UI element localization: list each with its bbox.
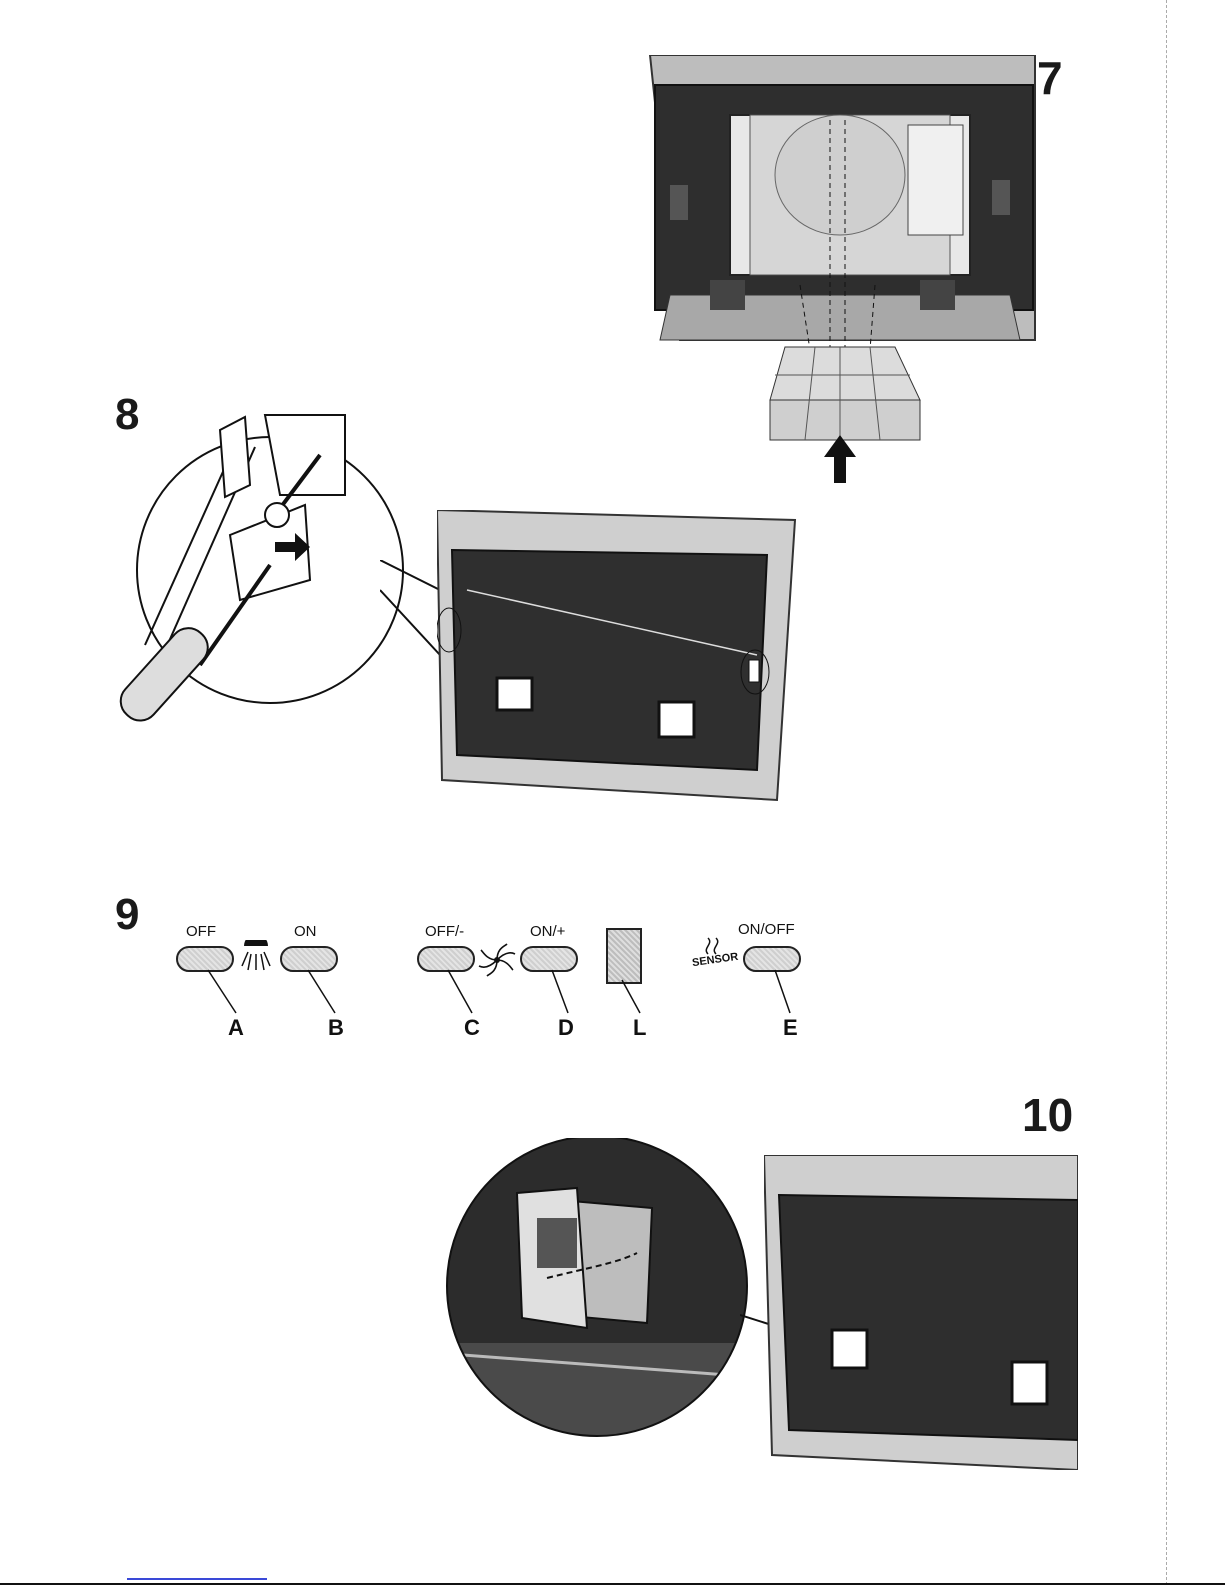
screwdriver-icon — [105, 535, 315, 765]
figure-7-number: 7 — [1037, 55, 1063, 101]
button-b-label: ON — [294, 923, 317, 940]
hood-underside-illustration — [640, 55, 1040, 485]
letter-d: D — [558, 1015, 574, 1041]
button-c-label: OFF/- — [425, 923, 464, 940]
leader-lines — [180, 968, 820, 1018]
figure-10-number: 10 — [1022, 1092, 1073, 1138]
figure-10-panel-image — [764, 1155, 1078, 1470]
button-a-label: OFF — [186, 923, 216, 940]
button-d-label: ON/+ — [530, 923, 565, 940]
letter-c: C — [464, 1015, 480, 1041]
figure-8-panel-image — [437, 510, 797, 810]
letter-b: B — [328, 1015, 344, 1041]
figure-10-detail-circle — [437, 1138, 767, 1438]
figure-7-hood-image — [640, 55, 1040, 485]
bottom-link-underline — [127, 1578, 267, 1580]
letter-l: L — [633, 1015, 646, 1041]
margin-rule — [1166, 0, 1168, 1585]
arrow-up-icon — [822, 435, 858, 485]
figure-9-number: 9 — [115, 893, 139, 937]
letter-e: E — [783, 1015, 798, 1041]
letter-a: A — [228, 1015, 244, 1041]
